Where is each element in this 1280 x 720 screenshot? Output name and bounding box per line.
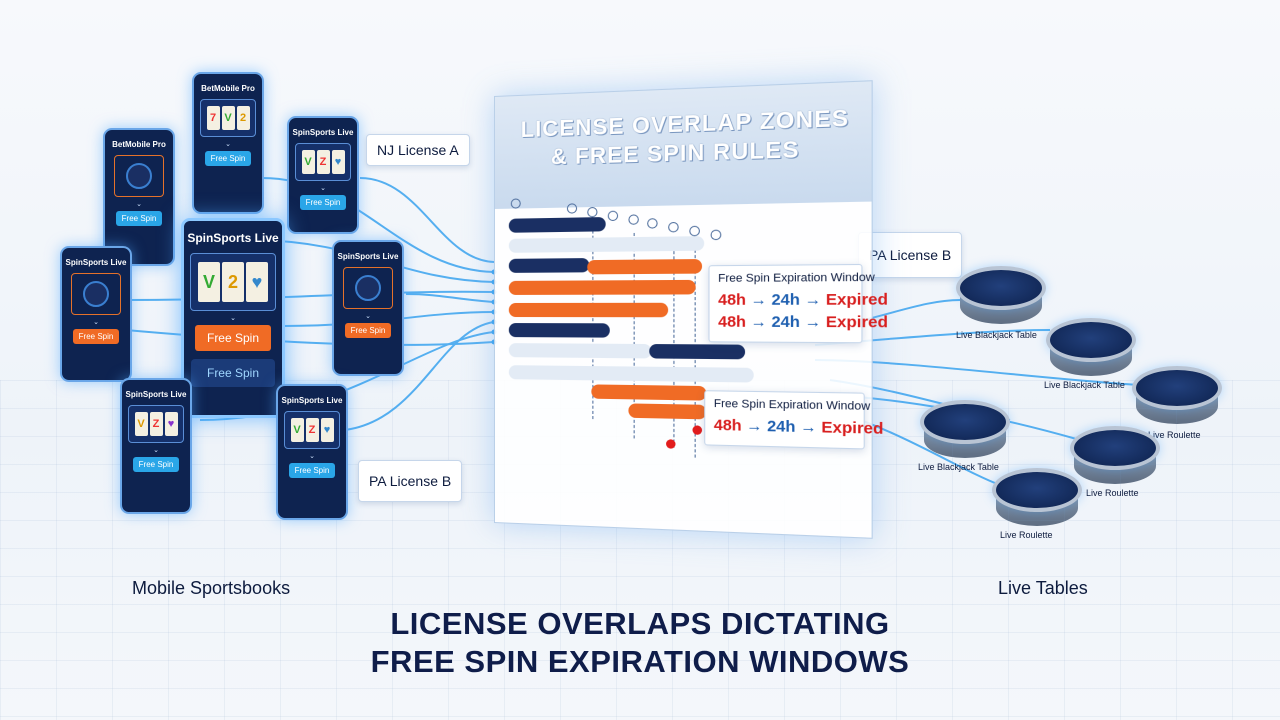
- expiration-window-2: Free Spin Expiration Window 48h → 24h → …: [704, 390, 884, 450]
- free-spin-secondary-button[interactable]: Free Spin: [191, 359, 275, 387]
- clock-icon: [607, 210, 619, 222]
- license-tag-nj-a: NJ License A: [366, 134, 470, 166]
- timeline-bar: [508, 323, 610, 338]
- live-table[interactable]: [1070, 426, 1160, 488]
- phone-title: SpinSports Live: [292, 128, 354, 137]
- clock-icon: [587, 206, 598, 218]
- window-row: 48h → 24h → Expired: [718, 313, 889, 332]
- timeline-bar: [628, 403, 707, 420]
- expiration-window-1: Free Spin Expiration Window 48h → 24h → …: [708, 263, 889, 344]
- clock-icon: [628, 214, 639, 225]
- main-title-line1: LICENSE OVERLAPS DICTATING: [390, 606, 890, 641]
- phone-title: SpinSports Live: [65, 258, 127, 267]
- expiry-dot: [666, 439, 676, 449]
- live-table[interactable]: [920, 400, 1010, 462]
- clock-icon: [689, 225, 700, 237]
- clock-icon: [566, 203, 578, 214]
- free-spin-button[interactable]: Free Spin: [344, 323, 392, 338]
- table-label: Live Blackjack Table: [918, 462, 999, 472]
- phone-title: BetMobile Pro: [112, 140, 166, 149]
- phone-title: SpinSports Live: [125, 390, 187, 399]
- phone-title: SpinSports Live: [281, 396, 343, 405]
- chevron-down-icon: ⌄: [365, 313, 371, 320]
- timeline-bar: [508, 236, 705, 253]
- chevron-down-icon: ⌄: [153, 447, 159, 454]
- timeline-bar: [508, 365, 754, 383]
- table-label: Live Blackjack Table: [956, 330, 1037, 340]
- free-spin-button[interactable]: Free Spin: [132, 457, 180, 472]
- license-tag-pa-b-top: PA License B: [858, 232, 963, 278]
- panel-header: LICENSE OVERLAP ZONES & FREE SPIN RULES: [494, 81, 872, 209]
- free-spin-button[interactable]: Free Spin: [299, 195, 347, 210]
- phone-title: BetMobile Pro: [201, 84, 255, 93]
- caption-live-tables: Live Tables: [998, 578, 1088, 598]
- timeline-bar: [587, 259, 703, 275]
- clock-icon: [668, 221, 679, 233]
- timeline-bar: [591, 384, 707, 401]
- chevron-down-icon: ⌄: [136, 201, 142, 208]
- free-spin-button[interactable]: Free Spin: [288, 463, 336, 478]
- chevron-down-icon: ⌄: [320, 185, 326, 192]
- free-spin-button[interactable]: Free Spin: [194, 325, 272, 351]
- phone-spinsports-left[interactable]: SpinSports Live ⌄ Free Spin: [60, 246, 132, 382]
- window-row: 48h → 24h → Expired: [713, 416, 884, 439]
- live-table[interactable]: [956, 266, 1046, 328]
- live-table[interactable]: [1046, 318, 1136, 380]
- expiry-dot: [692, 425, 703, 435]
- window-row: 48h → 24h → Expired: [718, 290, 889, 309]
- wheel-screen: [114, 155, 164, 197]
- live-table[interactable]: [1132, 366, 1222, 428]
- clock-icon: [710, 229, 722, 241]
- main-title-line2: FREE SPIN EXPIRATION WINDOWS: [370, 644, 910, 679]
- timeline-bar: [508, 217, 606, 233]
- timeline-bar: [508, 343, 652, 359]
- license-tag-pa-b-bottom: PA License B: [358, 460, 463, 502]
- chevron-down-icon: ⌄: [309, 453, 315, 460]
- chevron-down-icon: ⌄: [230, 315, 236, 322]
- table-label: Live Roulette: [1086, 488, 1139, 498]
- table-label: Live Roulette: [1148, 430, 1201, 440]
- wheel-screen: [71, 273, 121, 315]
- phone-spinsports-right[interactable]: SpinSports Live ⌄ Free Spin: [332, 240, 404, 376]
- phone-betmobile-left[interactable]: BetMobile Pro ⌄ Free Spin: [103, 128, 175, 266]
- clock-icon: [647, 218, 658, 229]
- free-spin-button[interactable]: Free Spin: [204, 151, 252, 166]
- wheel-screen: [343, 267, 393, 309]
- timeline-bar: [508, 302, 669, 318]
- table-label: Live Roulette: [1000, 530, 1053, 540]
- table-label: Live Blackjack Table: [1044, 380, 1125, 390]
- free-spin-button[interactable]: Free Spin: [72, 329, 120, 344]
- timeline-bar: [649, 344, 746, 360]
- caption-mobile-sportsbooks: Mobile Sportsbooks: [132, 578, 291, 598]
- window-title: Free Spin Expiration Window: [713, 397, 871, 414]
- chevron-down-icon: ⌄: [225, 141, 231, 148]
- phone-title: SpinSports Live: [337, 252, 399, 261]
- chevron-down-icon: ⌄: [93, 319, 99, 326]
- free-spin-button[interactable]: Free Spin: [115, 211, 163, 226]
- license-overlap-panel: LICENSE OVERLAP ZONES & FREE SPIN RULES …: [494, 80, 889, 539]
- live-table[interactable]: [992, 468, 1082, 530]
- phone-title: SpinSports Live: [187, 231, 279, 245]
- timeline-bar: [508, 258, 590, 273]
- timeline-bar: [508, 279, 696, 295]
- window-title: Free Spin Expiration Window: [718, 271, 875, 285]
